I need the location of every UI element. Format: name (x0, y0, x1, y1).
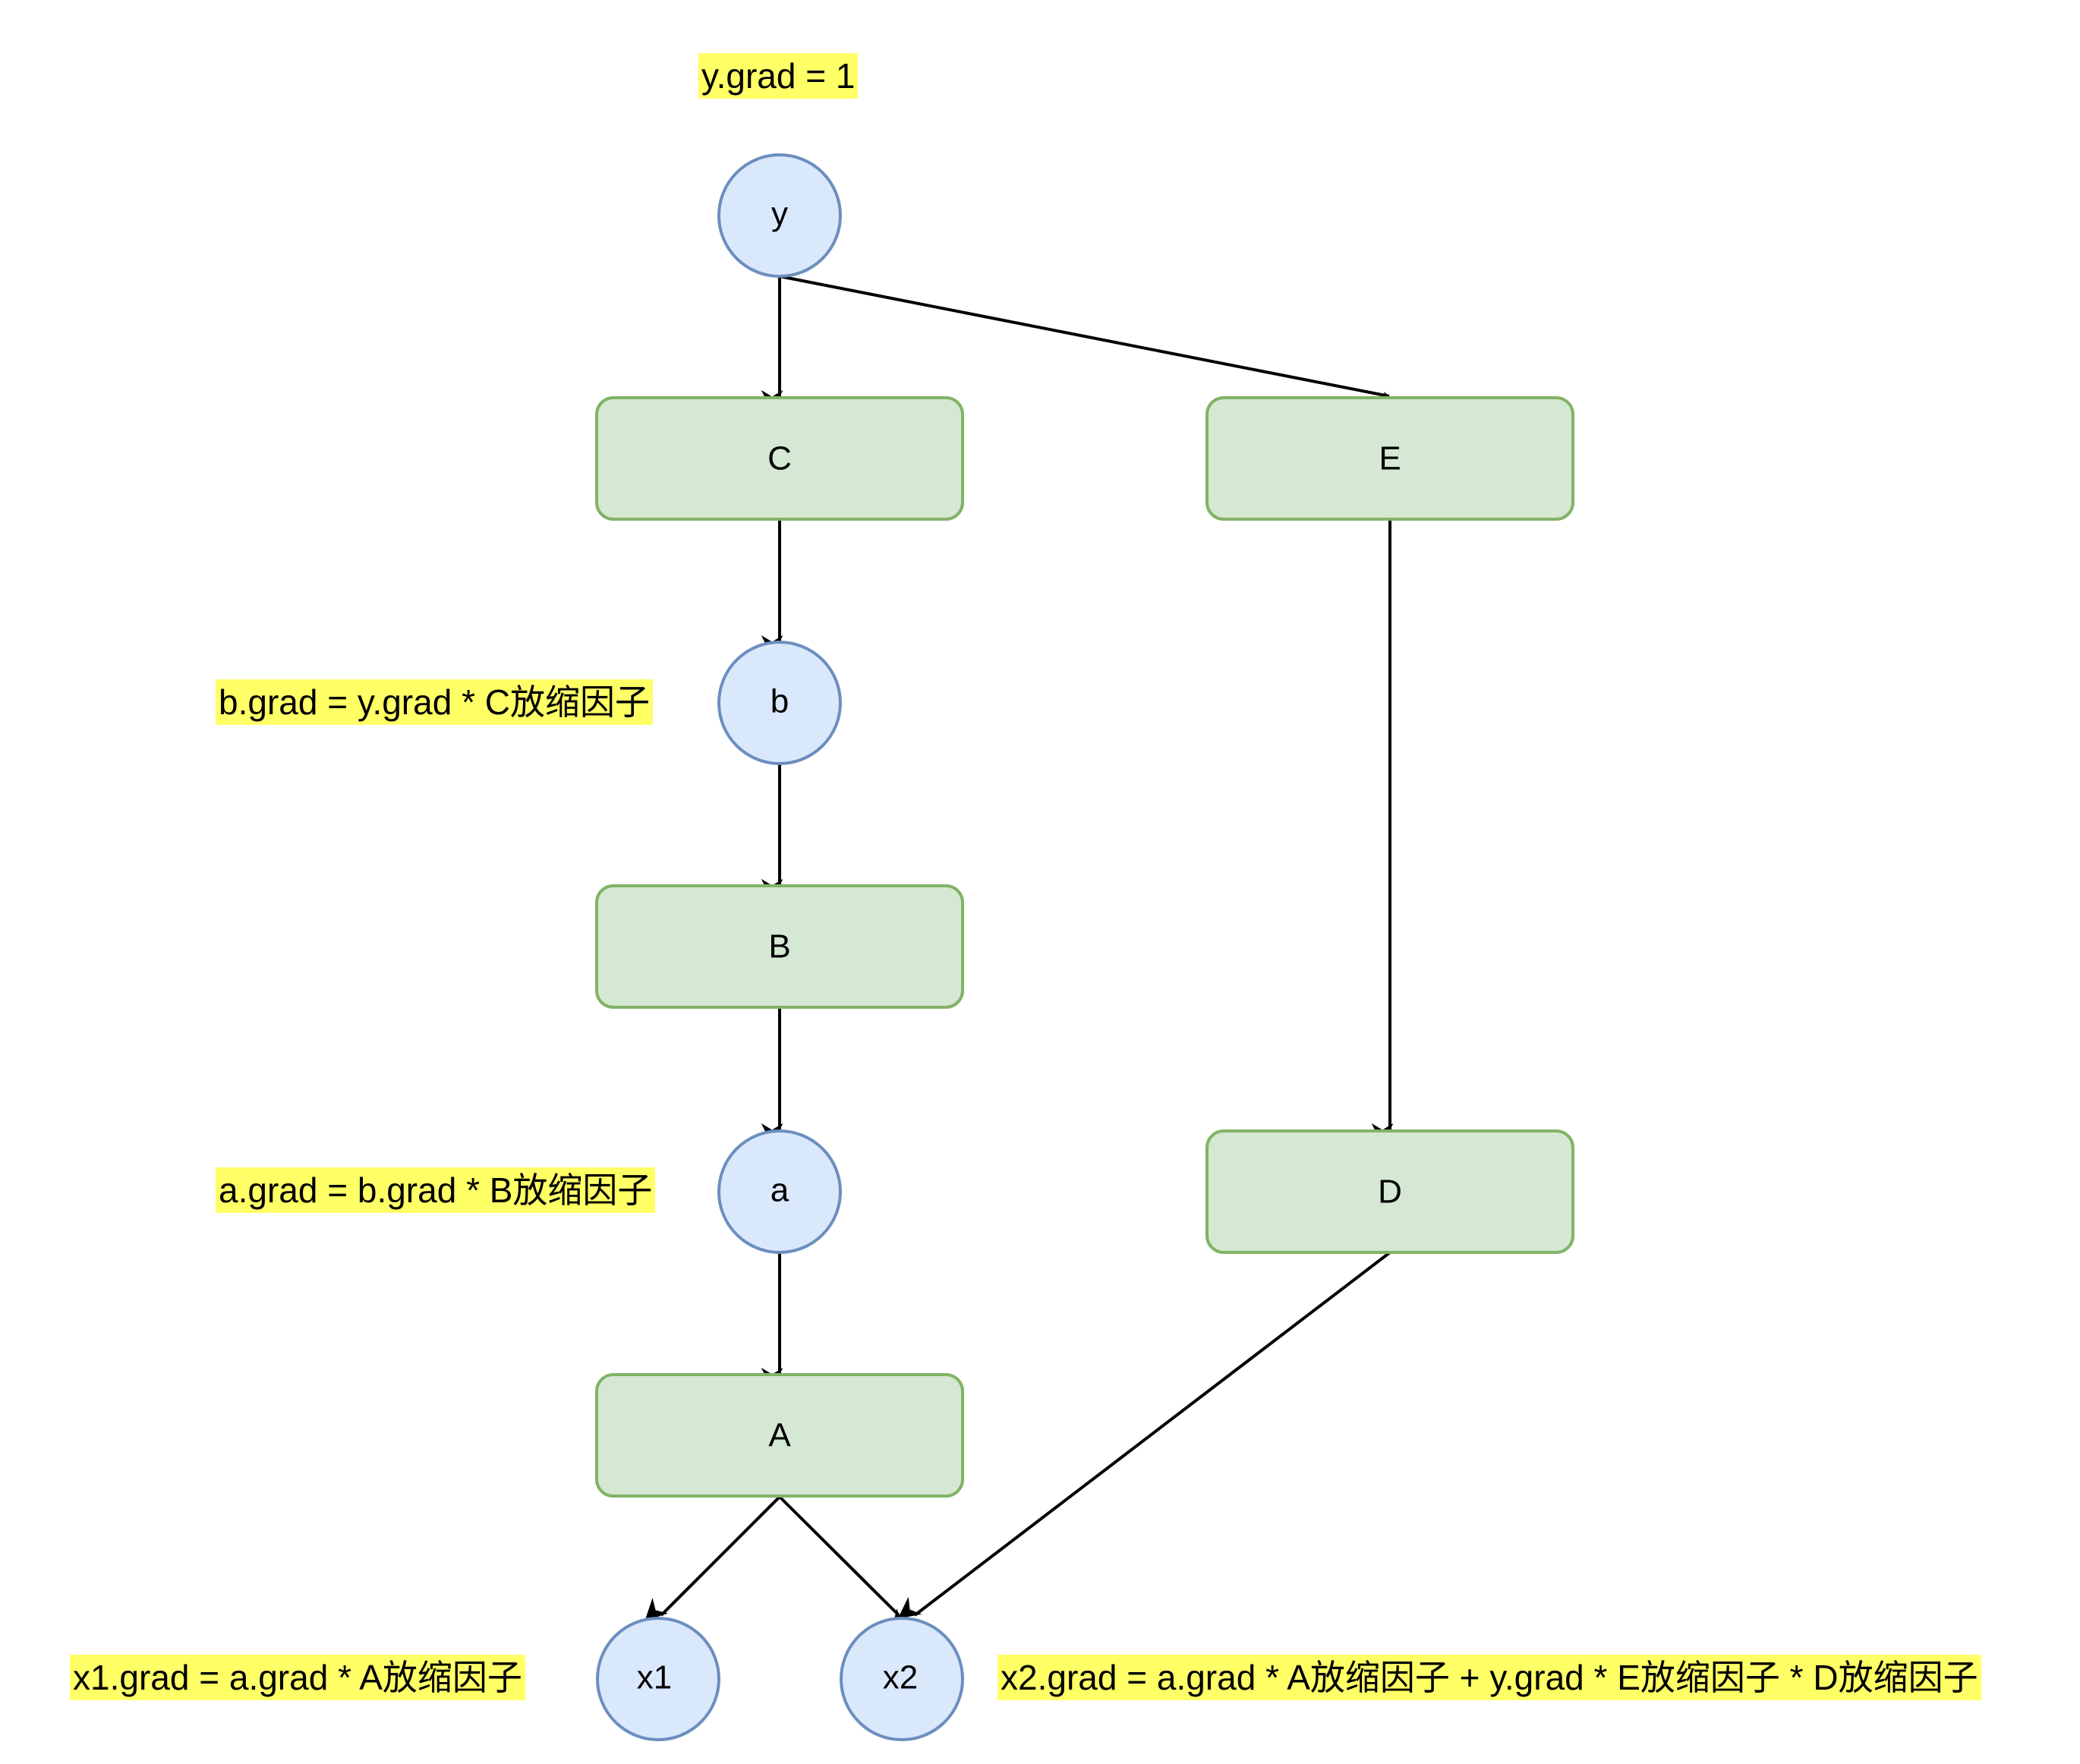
node-x2-label: x2 (883, 1659, 918, 1696)
node-a[interactable]: a (717, 1129, 842, 1254)
node-d[interactable]: D (1205, 1129, 1574, 1254)
node-a-label: a (771, 1172, 789, 1209)
node-e-label: E (1379, 440, 1401, 477)
node-x1-label: x1 (637, 1659, 672, 1696)
node-c-label: C (767, 440, 792, 477)
node-x2[interactable]: x2 (840, 1617, 964, 1741)
edge-d-to-x2 (897, 1251, 1391, 1619)
node-d-label: D (1378, 1173, 1402, 1211)
node-y-label: y (771, 196, 788, 233)
edge-y-to-e (779, 275, 1404, 414)
note-x2-grad: x2.grad = a.grad * A放缩因子 + y.grad * E放缩因… (997, 1655, 1981, 1700)
edge-aop-to-x1 (644, 1495, 781, 1621)
note-y-grad: y.grad = 1 (698, 53, 859, 99)
node-a-op[interactable]: A (595, 1373, 964, 1498)
note-b-grad: b.grad = y.grad * C放缩因子 (216, 679, 653, 725)
node-a-op-label: A (768, 1417, 791, 1454)
note-x1-grad: x1.grad = a.grad * A放缩因子 (70, 1655, 525, 1700)
node-x1[interactable]: x1 (596, 1617, 720, 1741)
node-b-label: b (771, 683, 789, 720)
edge-aop-to-x2 (778, 1495, 905, 1632)
node-b-op-label: B (768, 928, 790, 965)
edges (644, 275, 1404, 1632)
node-b-op[interactable]: B (595, 884, 964, 1009)
node-e[interactable]: E (1205, 396, 1574, 521)
node-c[interactable]: C (595, 396, 964, 521)
node-b[interactable]: b (717, 641, 842, 765)
note-a-grad: a.grad = b.grad * B放缩因子 (216, 1167, 656, 1213)
node-y[interactable]: y (717, 153, 842, 278)
